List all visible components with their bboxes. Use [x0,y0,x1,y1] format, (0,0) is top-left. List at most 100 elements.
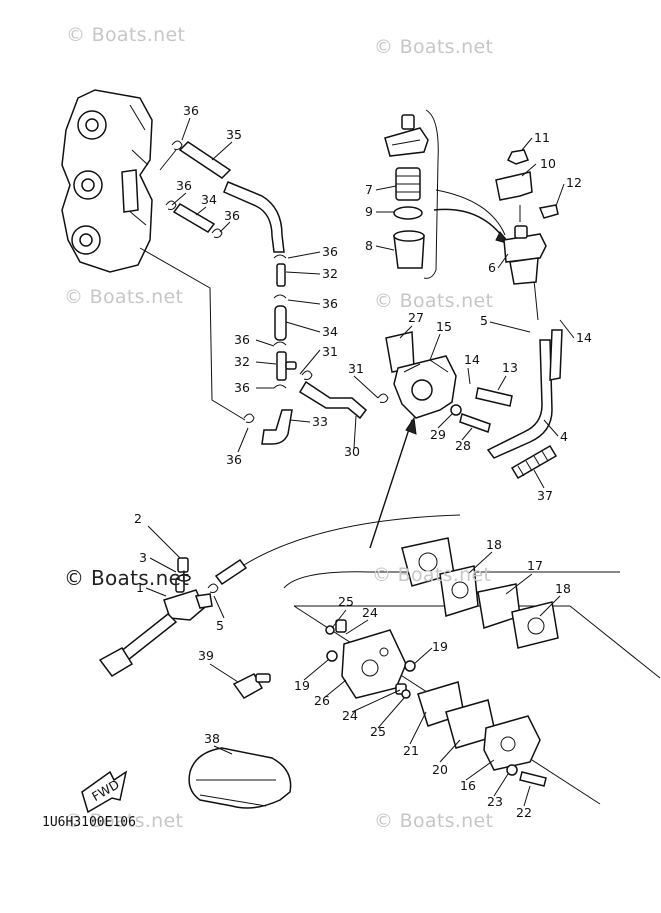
intake-silencer-38 [188,747,292,809]
label-36a: 36 [183,103,199,118]
label-36e: 36 [322,296,338,311]
hose-clips [165,140,389,593]
label-22: 22 [516,805,532,820]
label-31a: 31 [322,344,338,359]
label-28: 28 [455,438,471,453]
label-34b: 34 [322,324,338,339]
label-17: 17 [527,558,543,573]
watermark-3: © Boats.net [64,286,184,308]
washer-23 [506,764,518,776]
watermark-4: © Boats.net [374,290,494,312]
label-30: 30 [344,444,360,459]
label-1: 1 [136,580,144,595]
hose-34-lower [274,305,287,341]
label-36h: 36 [226,452,242,467]
hose-30 [298,380,368,420]
label-6: 6 [488,260,496,275]
label-25a: 25 [338,594,354,609]
label-37: 37 [537,488,553,503]
filter-element-7 [395,167,421,201]
label-2: 2 [134,511,142,526]
label-21: 21 [403,743,419,758]
label-32b: 32 [234,354,250,369]
label-15: 15 [436,319,452,334]
label-36f: 36 [234,332,250,347]
watermark-1: © Boats.net [66,24,186,46]
fwd-arrow-icon: FWD [81,770,128,814]
label-25b: 25 [370,724,386,739]
check-valves-24 [335,619,407,695]
diagram-code: 1U6H3100E106 [42,815,136,830]
label-5a: 5 [480,313,488,328]
diaphragm-pump-body [439,565,479,617]
sensor-39 [232,673,271,699]
label-39: 39 [198,648,214,663]
label-18b: 18 [555,581,571,596]
hose-5-lower [214,558,248,586]
label-8: 8 [365,238,373,253]
filter-cup-8 [393,230,425,269]
fasteners-19-25 [325,625,416,699]
label-7: 7 [365,182,373,197]
cylinder-block [61,89,153,273]
hose-4 [486,329,563,459]
label-36c: 36 [224,208,240,223]
fuel-pump-15 [393,355,457,419]
label-13: 13 [502,360,518,375]
label-19b: 19 [432,639,448,654]
bracket-10 [495,171,533,201]
label-24b: 24 [342,708,358,723]
spring-37 [510,444,558,480]
gasket-18b [511,601,559,649]
watermark-8: © Boats.net [374,810,494,832]
label-38: 38 [204,731,220,746]
label-23: 23 [487,794,503,809]
label-20: 20 [432,762,448,777]
screw-22 [519,771,547,787]
joint-32-lower [276,351,297,381]
label-10: 10 [540,156,556,171]
label-4: 4 [560,429,568,444]
bolt-28 [459,413,491,433]
bolt-12 [538,204,559,219]
nut-11 [506,149,529,165]
label-36g: 36 [234,380,250,395]
watermark-7: © Boats.net [64,810,184,832]
label-14b: 14 [576,330,592,345]
label-19a: 19 [294,678,310,693]
washer-29 [450,404,462,416]
watermark-2: © Boats.net [374,36,494,58]
label-18a: 18 [486,537,502,552]
watermark-6: © Boats.net [372,564,492,586]
pump-body-16 [483,715,541,771]
label-35: 35 [226,127,242,142]
label-11: 11 [534,130,550,145]
label-34a: 34 [201,192,217,207]
label-29: 29 [430,427,446,442]
label-9: 9 [365,204,373,219]
label-36b: 36 [176,178,192,193]
label-24a: 24 [362,605,378,620]
label-12: 12 [566,175,582,190]
label-32a: 32 [322,266,338,281]
washer-3 [177,574,191,582]
part-labels: 36 35 36 34 36 36 32 36 34 36 32 31 36 3… [134,103,592,820]
label-36d: 36 [322,244,338,259]
hose-34-upper [172,203,216,233]
joint-13 [475,387,513,407]
o-ring-9 [393,206,423,220]
label-14a: 14 [464,352,480,367]
hose-35 [178,141,285,253]
filter-assembly-6 [503,225,547,285]
filter-cap [384,114,429,157]
label-33: 33 [312,414,328,429]
label-3: 3 [139,550,147,565]
label-16: 16 [460,778,476,793]
label-5b: 5 [216,618,224,633]
watermark-5: © Boats.net [64,566,190,590]
label-31b: 31 [348,361,364,376]
label-27: 27 [408,310,424,325]
fitting-2 [177,557,189,573]
leader-lines [145,117,575,807]
